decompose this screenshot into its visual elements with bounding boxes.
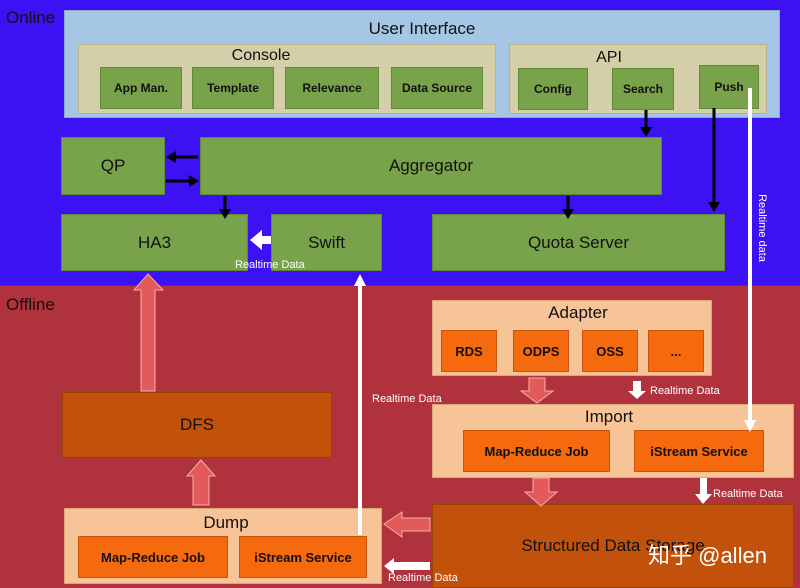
arrow-adapter-to-import [519, 377, 555, 404]
arrow-storage-to-dump-realtime [384, 558, 430, 574]
adapter-item-oss: OSS [582, 330, 638, 372]
watermark: 知乎 @allen [648, 543, 767, 568]
label-realtime-adapter-import: Realtime Data [650, 385, 720, 397]
import-title: Import [584, 407, 634, 426]
arrow-storage-to-dump [383, 511, 431, 538]
quota-server-box: Quota Server [432, 214, 725, 271]
api-title: API [596, 49, 622, 66]
ha3-box: HA3 [61, 214, 248, 271]
arrow-aggregator-to-ha3 [219, 196, 231, 219]
arrow-aggregator-to-qp [166, 151, 198, 163]
aggregator-box: Aggregator [200, 137, 662, 195]
console-item-relevance: Relevance [285, 67, 379, 109]
dump-map-reduce-job: Map-Reduce Job [78, 536, 228, 578]
arrow-import-to-storage [523, 477, 559, 507]
offline-zone-label: Offline [6, 295, 55, 314]
api-item-search: Search [612, 68, 674, 110]
label-realtime-import-storage: Realtime Data [713, 488, 783, 500]
arrow-push-to-import-istream [744, 88, 756, 432]
arrow-dump-to-dfs [185, 459, 217, 506]
console-item-data-source: Data Source [391, 67, 483, 109]
console-item-template: Template [192, 67, 274, 109]
online-zone-label: Online [6, 8, 56, 27]
adapter-title: Adapter [548, 303, 608, 322]
qp-box: QP [61, 137, 165, 195]
user-interface-title: User Interface [368, 19, 476, 38]
arrow-dfs-to-ha3 [132, 273, 165, 392]
arrow-import-istream-to-storage [695, 478, 712, 504]
import-istream-service: iStream Service [634, 430, 764, 472]
console-title: Console [231, 47, 291, 64]
import-map-reduce-job: Map-Reduce Job [463, 430, 610, 472]
label-realtime-storage-dump: Realtime Data [388, 572, 458, 584]
dfs-box: DFS [62, 392, 332, 458]
arrow-swift-to-ha3 [250, 230, 271, 250]
dump-istream-service: iStream Service [239, 536, 367, 578]
api-item-config: Config [518, 68, 588, 110]
arrow-search-to-aggregator [640, 110, 652, 137]
label-realtime-push-import: Realtime data [755, 194, 768, 262]
arrow-aggregator-to-quota-server [562, 196, 574, 219]
dump-title: Dump [203, 513, 249, 532]
adapter-item-odps: ODPS [513, 330, 569, 372]
adapter-item-rds: RDS [441, 330, 497, 372]
label-realtime-dump-swift: Realtime Data [372, 393, 442, 405]
swift-box: Swift [271, 214, 382, 271]
arrow-qp-to-aggregator [166, 175, 199, 187]
arrow-push-to-quota-server [708, 108, 720, 212]
arrow-dump-istream-to-swift [354, 274, 366, 535]
adapter-item-more: ... [648, 330, 704, 372]
console-item-app-man: App Man. [100, 67, 182, 109]
label-realtime-swift-ha3: Realtime Data [235, 259, 305, 271]
arrow-adapter-realtime [628, 381, 646, 399]
